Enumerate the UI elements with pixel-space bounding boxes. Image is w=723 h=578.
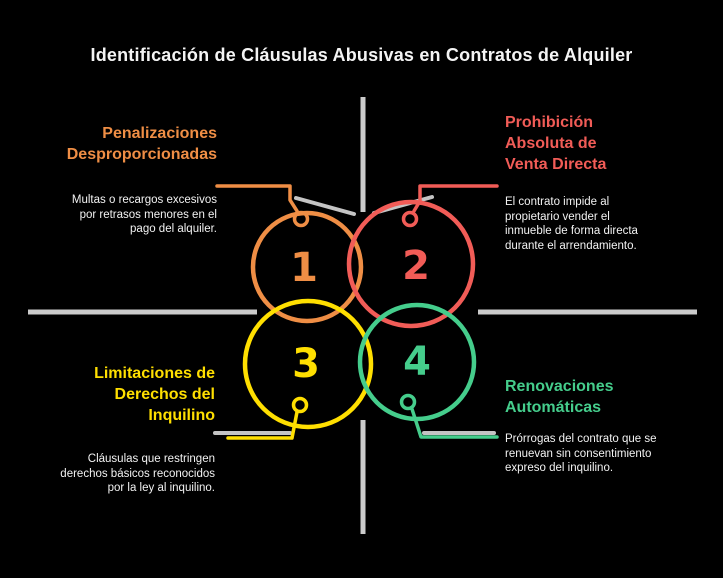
section-4-heading: Renovaciones Automáticas <box>505 378 614 416</box>
section-1-block: Penalizaciones Desproporcionadas Multas … <box>55 123 217 237</box>
section-2-block: Prohibición Absoluta de Venta Directa El… <box>505 112 655 253</box>
section-3-heading: Limitaciones de Derechos del Inquilino <box>94 365 215 424</box>
section-3-block: Limitaciones de Derechos del Inquilino C… <box>53 363 215 496</box>
circle-1-outline <box>250 210 364 324</box>
section-3-body: Cláusulas que restringen derechos básico… <box>60 453 215 494</box>
circle-1-number: 1 <box>290 245 318 291</box>
section-1-body: Multas o recargos excesivos por retrasos… <box>71 194 217 235</box>
divider-lines <box>28 97 697 534</box>
circle-3-outline <box>242 298 374 430</box>
connector-3 <box>226 410 299 440</box>
circle-2-outline <box>346 199 476 329</box>
connector-ring-2 <box>401 210 419 228</box>
circle-2-number: 2 <box>402 243 430 289</box>
circle-3-number: 3 <box>292 341 320 387</box>
shadow-tick-top-left <box>294 196 356 216</box>
connector-2 <box>412 184 499 213</box>
circle-4-outline <box>357 302 477 422</box>
section-2-heading: Prohibición Absoluta de Venta Directa <box>505 114 607 173</box>
connector-ring-4 <box>399 393 417 411</box>
section-2-body: El contrato impide al propietario vender… <box>505 196 638 252</box>
page-title: Identificación de Cláusulas Abusivas en … <box>90 45 633 65</box>
section-4-body: Prórrogas del contrato que se renuevan s… <box>505 433 657 474</box>
connector-ring-3 <box>291 396 309 414</box>
section-1-heading: Penalizaciones Desproporcionadas <box>66 125 217 163</box>
connector-1 <box>215 184 299 213</box>
circle-4-number: 4 <box>403 339 431 385</box>
section-4-block: Renovaciones Automáticas Prórrogas del c… <box>505 376 667 476</box>
